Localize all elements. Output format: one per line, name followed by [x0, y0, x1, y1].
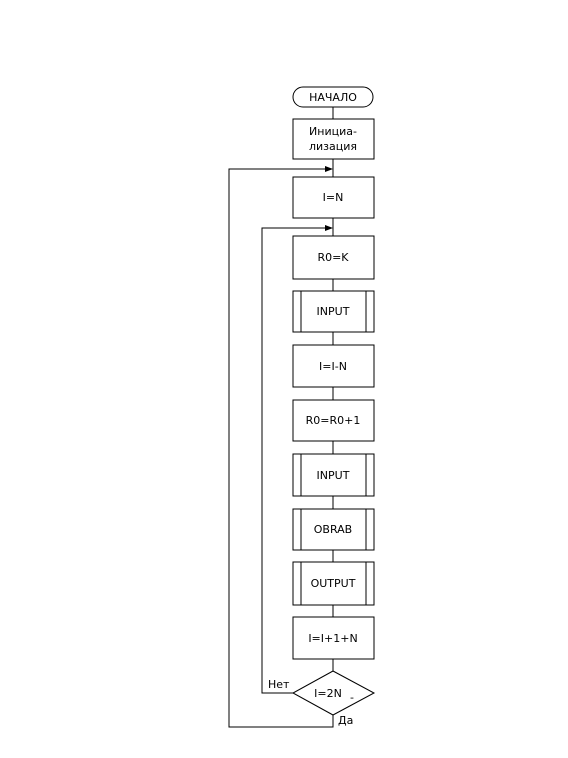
step-label: INPUT — [317, 305, 350, 318]
connectors — [228, 107, 334, 728]
step-label: R0=R0+1 — [306, 414, 361, 427]
step-i-eq-i-minus-n: I=I-N — [292, 344, 375, 388]
init-label-line1: Инициа- — [309, 125, 357, 138]
step-label: I=I+1+N — [308, 632, 357, 645]
decision-no-label: Нет — [268, 678, 290, 691]
start-terminator: НАЧАЛО — [292, 86, 374, 108]
step-label: OBRAB — [314, 523, 352, 536]
step-label: I=N — [323, 191, 344, 204]
loop-yes-arrowhead — [325, 166, 333, 172]
decision-yes-label: Да — [338, 714, 353, 727]
step-i-eq-n: I=N — [292, 176, 375, 219]
decision-i-eq-2n: I=2N - — [291, 670, 376, 716]
step-r0-eq-r0-plus-1: R0=R0+1 — [292, 399, 375, 442]
init-block: Инициа- лизация — [292, 118, 375, 160]
step-obrab: OBRAB — [292, 508, 375, 551]
init-label-line2: лизация — [309, 140, 357, 153]
step-r0-eq-k: R0=K — [292, 235, 375, 280]
start-label: НАЧАЛО — [309, 91, 357, 104]
loop-no-arrowhead — [325, 225, 333, 231]
step-label: OUTPUT — [311, 577, 356, 590]
step-output: OUTPUT — [292, 561, 375, 606]
step-label: I=I-N — [319, 360, 347, 373]
step-input-1: INPUT — [292, 290, 375, 333]
decision-label: I=2N — [314, 687, 342, 700]
step-label: R0=K — [317, 251, 349, 264]
step-input-2: INPUT — [292, 453, 375, 497]
decision-mark: - — [350, 691, 354, 704]
loop-no-return-line — [261, 227, 327, 694]
loop-yes-return-line — [228, 168, 334, 728]
step-i-eq-i-plus-1-plus-n: I=I+1+N — [292, 616, 375, 660]
step-label: INPUT — [317, 469, 350, 482]
